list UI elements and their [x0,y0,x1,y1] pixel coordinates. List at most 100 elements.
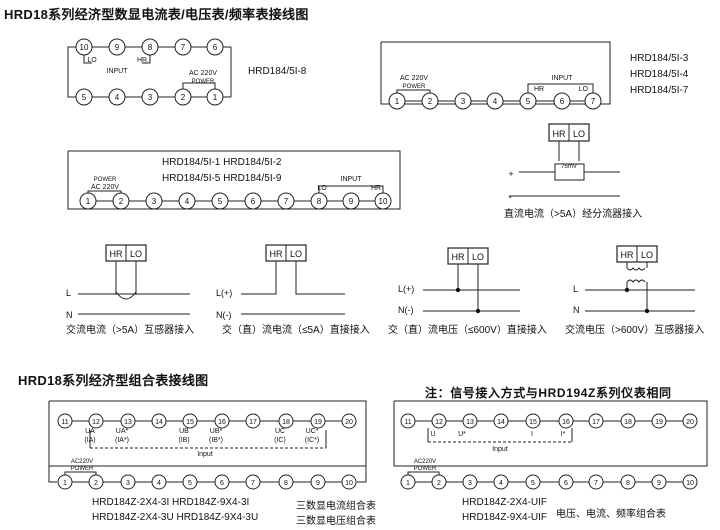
wire [64,471,97,475]
junction-dot [475,308,481,314]
terminal-number-16: 16 [218,419,226,426]
terminal-number-5: 5 [526,97,531,106]
terminal-5 [182,474,198,490]
terminal-8 [310,192,328,210]
terminal-7 [245,474,261,490]
terminal-5 [525,474,541,490]
block1-ac: AC 220V [189,70,217,77]
block5-ac: AC220V [414,459,436,465]
block4-desc-2: 三数显电压组合表 [296,516,376,527]
block5-channel-0: U [430,431,435,438]
terminal-number-5: 5 [218,197,223,206]
terminal-1 [400,474,416,490]
terminal-number-1: 1 [406,480,410,487]
terminal-number-7: 7 [591,97,596,106]
block4-channel-0-i: (IA) [84,437,95,444]
terminal-2 [112,192,130,210]
terminal-5 [211,192,229,210]
ac-ct-caption: 交流电流（>5A）互感器接入 [66,325,195,336]
terminal-number-5: 5 [188,480,192,487]
terminal-number-4: 4 [499,480,503,487]
terminal-number-6: 6 [213,43,218,52]
block2-model-1: HRD184/5I-3 [630,53,689,64]
terminal-13 [462,413,478,429]
terminal-number-3: 3 [468,480,472,487]
block5-model-1: HRD184Z-2X4-UIF [462,497,548,508]
direct-current-l: L(+) [216,288,232,298]
block4-ac: AC220V [71,459,93,465]
terminal-number-13: 13 [124,419,132,426]
block4-channel-4-u: UC [275,428,285,435]
terminal-9 [342,192,360,210]
block3-model-2: HRD184/5I-5 HRD184/5I-9 [162,173,282,184]
terminal-number-1: 1 [395,97,400,106]
wire [241,261,277,295]
terminal-number-3: 3 [148,93,153,102]
block4-channel-0-u: UA [85,428,95,435]
terminal-8 [620,474,636,490]
terminal-4 [151,474,167,490]
block5-desc: 电压、电流、频率组合表 [556,509,666,520]
terminal-number-9: 9 [115,43,120,52]
terminal-11 [400,413,416,429]
terminal-4 [486,92,504,110]
block2-ac: AC 220V [400,75,428,82]
terminal-number-2: 2 [181,93,186,102]
block4-channel-2-u: UB [179,428,189,435]
terminal-number-4: 4 [157,480,161,487]
pt-coil-bottom [626,279,646,283]
terminal-18 [278,413,294,429]
terminal-number-7: 7 [181,43,186,52]
terminal-number-8: 8 [284,480,288,487]
terminal-number-13: 13 [466,419,474,426]
ac-pt-caption: 交流电压（>600V）互感器接入 [565,325,705,336]
terminal-3 [120,474,136,490]
ac-pt-hr: HR [621,250,634,260]
terminal-number-3: 3 [461,97,466,106]
terminal-number-15: 15 [186,419,194,426]
ac-ct-l: L [66,288,71,298]
shunt-rating: 75mV [561,164,577,170]
block3-ac: AC 220V [91,184,119,191]
wire [527,83,594,93]
terminal-number-8: 8 [626,480,630,487]
terminal-number-11: 11 [404,419,411,426]
block3-model-1: HRD184/5I-1 HRD184/5I-2 [162,157,282,168]
terminal-7 [588,474,604,490]
wire [67,46,76,98]
terminal-number-1: 1 [213,93,218,102]
terminal-7 [277,192,295,210]
terminal-5 [519,92,537,110]
terminal-number-2: 2 [94,480,98,487]
terminal-number-7: 7 [284,197,289,206]
terminal-2 [421,92,439,110]
terminal-9 [108,38,126,56]
terminal-17 [588,413,604,429]
terminal-12 [88,413,104,429]
terminal-3 [141,88,159,106]
terminal-6 [214,474,230,490]
terminal-19 [310,413,326,429]
terminal-16 [558,413,574,429]
terminal-number-4: 4 [185,197,190,206]
terminal-5 [75,88,93,106]
block2-input: INPUT [552,75,574,82]
block5-model-2: HRD184Z-9X4-UIF [462,512,548,523]
block4-model-1: HRD184Z-2X4-3I HRD184Z-9X4-3I [92,497,250,508]
terminal-13 [120,413,136,429]
terminal-number-10: 10 [686,480,694,487]
block3-hr: HR [371,185,381,192]
terminal-2 [174,88,192,106]
block1-lo: LO [87,57,97,64]
terminal-10 [374,192,392,210]
terminal-10 [341,474,357,490]
ac-pt-lo: LO [641,250,653,260]
terminal-6 [206,38,224,56]
wire [407,471,440,475]
terminal-2 [431,474,447,490]
wire [318,185,384,193]
block4-channel-4-i: (IC) [274,437,286,444]
block3-lo: LO [317,185,327,192]
shunt-resistor [554,163,585,181]
direct-current-caption: 交（直）流电流（≤5A）直接接入 [222,325,370,336]
